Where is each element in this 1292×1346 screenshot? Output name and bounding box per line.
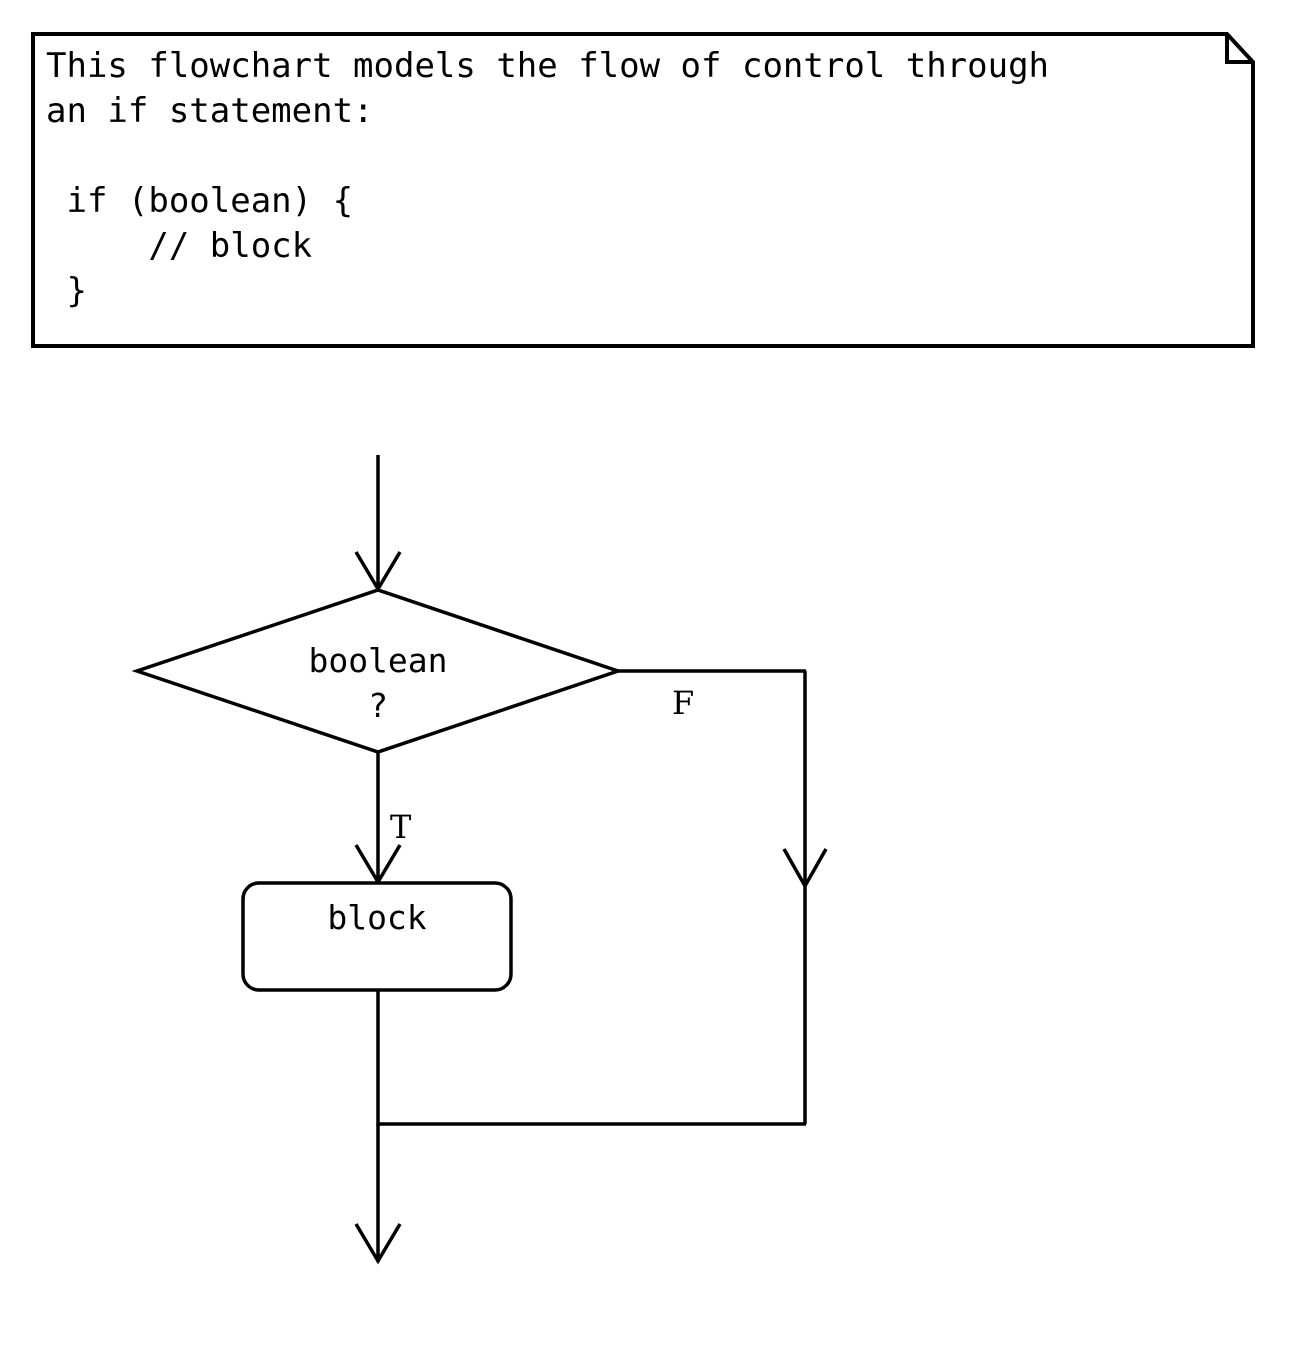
edge-label-true: T: [390, 808, 412, 846]
decision-label-question-mark: ?: [368, 686, 388, 725]
note-text: This flowchart models the flow of contro…: [46, 46, 1050, 311]
note-fold-icon: [1225, 34, 1253, 64]
decision-label-condition: boolean: [308, 641, 448, 680]
edge-exit-arrowhead-icon: [354, 1223, 402, 1265]
edge-false-arrowhead-icon: [782, 848, 828, 890]
edge-label-false: F: [672, 684, 695, 722]
block-node-label: block: [327, 898, 427, 937]
note-box-outline: [31, 32, 1255, 348]
